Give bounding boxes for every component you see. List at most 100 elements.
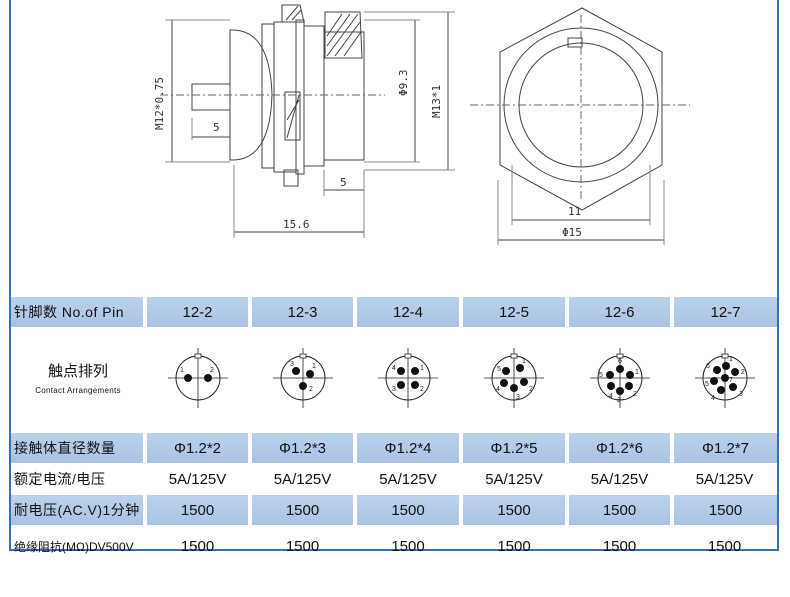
pin-number: 2	[529, 386, 533, 393]
pin-number: 5	[497, 366, 501, 373]
pin-number: 3	[739, 391, 743, 398]
pin-number: 3	[392, 386, 396, 393]
pin-number: 5	[599, 372, 603, 379]
withstand-value: 1500	[461, 495, 569, 525]
content-frame	[9, 0, 779, 551]
dim-phi15-label: Φ15	[562, 226, 582, 239]
insulation-label: 绝缘阻抗(MΩ)DV500V	[14, 539, 134, 554]
pin-number: 2	[309, 386, 313, 393]
nut-top-hatch	[281, 4, 305, 23]
withstand-value: 1500	[672, 495, 777, 525]
pin-number: 1	[180, 367, 184, 374]
pin-number: 1	[312, 363, 316, 370]
insulation-value: 1500	[180, 537, 215, 555]
model-12-2: 12-2	[145, 297, 252, 327]
row-rated: 额定电流/电压 5A/125V 5A/125V 5A/125V 5A/125V …	[11, 463, 777, 495]
pin-layout-7: 6 1 2 7 54 3	[694, 347, 755, 408]
row-insulation: 绝缘阻抗(MΩ)DV500V 1500 1500 1500 1500 1500 …	[11, 525, 777, 567]
pin-number: 1	[420, 365, 424, 372]
pin-terminal	[191, 83, 231, 111]
pin-number: 7	[729, 377, 733, 384]
insulation-value: 1500	[285, 537, 320, 555]
pin-number: 5	[705, 381, 709, 388]
row-withstand: 耐电压(AC.V)1分钟 1500 1500 1500 1500 1500 15…	[11, 495, 777, 525]
pin-number: 1	[522, 358, 526, 365]
withstand-value: 1500	[567, 495, 674, 525]
pin-number: 1	[729, 356, 733, 363]
insulation-value: 1500	[707, 537, 742, 555]
hatch-mid	[284, 91, 301, 141]
pin-number: 4	[496, 386, 500, 393]
model-12-4: 12-4	[355, 297, 463, 327]
pin-number: 1	[635, 369, 639, 376]
insulation-value: 1500	[602, 537, 637, 555]
pin-number: 2	[420, 386, 424, 393]
pin-number: 3	[617, 397, 621, 404]
rated-label: 额定电流/电压	[14, 471, 106, 487]
technical-drawing: M12*0.75 5 5 15.6 Φ9.3 M13*1 11 Φ15	[153, 4, 690, 245]
row-contact-diameter: 接触体直径数量 Φ1.2*2 Φ1.2*3 Φ1.2*4 Φ1.2*5 Φ1.2…	[11, 433, 777, 463]
pin-number: 3	[516, 394, 520, 401]
pin-number: 2	[210, 367, 214, 374]
contact-label-en: Contact Arrangements	[35, 385, 121, 395]
hex-nut-outline	[499, 7, 663, 211]
contact-diameter-value: Φ1.2*2	[145, 433, 252, 463]
contact-diameter-value: Φ1.2*5	[461, 433, 569, 463]
pin-number: 2	[741, 369, 745, 376]
withstand-label: 耐电压(AC.V)1分钟	[11, 495, 147, 525]
rated-value: 5A/125V	[485, 470, 543, 488]
dim-m12-label: M12*0.75	[153, 77, 166, 130]
dim-11-label: 11	[568, 205, 581, 218]
withstand-value: 1500	[145, 495, 252, 525]
rated-value: 5A/125V	[590, 470, 649, 488]
pin-number: 4	[711, 395, 715, 402]
pin-count-label: 针脚数 No.of Pin	[11, 297, 147, 327]
withstand-value: 1500	[250, 495, 357, 525]
model-12-6: 12-6	[567, 297, 674, 327]
contact-diameter-value: Φ1.2*6	[567, 433, 674, 463]
pin-diagram-5: 5 1 4 3 2	[461, 327, 567, 433]
pin-layout-4: 4 1 3 2	[378, 347, 438, 408]
spec-table: 针脚数 No.of Pin 12-2 12-3 12-4 12-5 12-6 1…	[11, 297, 777, 567]
washer	[303, 25, 325, 167]
pin-number: 4	[392, 365, 396, 372]
pin-number: 4	[609, 393, 613, 400]
model-12-5: 12-5	[461, 297, 569, 327]
model-12-7: 12-7	[672, 297, 777, 327]
insulation-value: 1500	[391, 537, 425, 555]
pin-number: 6	[706, 363, 710, 370]
row-pin-count: 针脚数 No.of Pin 12-2 12-3 12-4 12-5 12-6 1…	[11, 297, 777, 327]
dome-cap	[229, 29, 273, 161]
pin-number: 2	[633, 391, 637, 398]
pin-number: 3	[290, 361, 294, 368]
pin-layout-3: 3 1 2	[272, 347, 333, 408]
contact-diameter-label: 接触体直径数量	[11, 433, 147, 463]
thread-body	[323, 31, 365, 161]
dim-m13-label: M13*1	[430, 85, 443, 118]
rated-value: 5A/125V	[168, 470, 227, 488]
dim-length-label: 15.6	[283, 218, 310, 231]
pin-number: 6	[618, 358, 622, 365]
pin-diagram-4: 4 1 3 2	[355, 327, 461, 433]
contact-diameter-value: Φ1.2*7	[672, 433, 777, 463]
pin-diagram-3: 3 1 2	[250, 327, 355, 433]
key-notch	[567, 37, 583, 48]
contact-diameter-value: Φ1.2*3	[250, 433, 357, 463]
model-12-3: 12-3	[250, 297, 357, 327]
nut-bottom	[283, 169, 299, 187]
dim-pin-label: 5	[213, 121, 220, 134]
rated-value: 5A/125V	[379, 470, 437, 488]
withstand-value: 1500	[355, 495, 463, 525]
dim-thread-label: 5	[340, 176, 347, 189]
contact-diameter-value: Φ1.2*4	[355, 433, 463, 463]
thread-hatch	[324, 11, 363, 59]
dim-phi93-label: Φ9.3	[397, 70, 410, 97]
contact-arrangements-label: 触点排列 Contact Arrangements	[11, 327, 145, 433]
rated-value: 5A/125V	[273, 470, 332, 488]
contact-label-cn: 触点排列	[47, 363, 108, 381]
insulation-value: 1500	[497, 537, 531, 555]
